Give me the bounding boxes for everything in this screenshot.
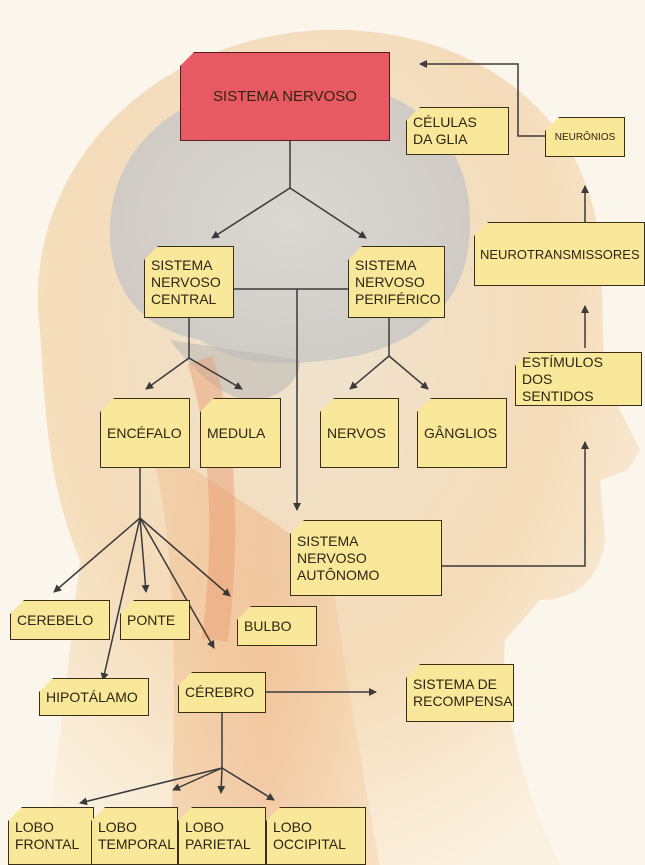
node-sistema-de-recompensa: SISTEMA DE RECOMPENSA xyxy=(406,664,514,722)
link-snp-ganglios xyxy=(389,356,428,389)
node-estimulos-dos-sentidos: ESTÍMULOS DOS SENTIDOS xyxy=(515,352,642,406)
node-lobo-frontal: LOBO FRONTAL xyxy=(8,807,94,865)
node-hipotalamo: HIPOTÁLAMO xyxy=(39,678,149,716)
node-celulas-da-glia: CÉLULAS DA GLIA xyxy=(406,107,509,155)
node-ponte: PONTE xyxy=(120,600,190,640)
node-lobo-parietal: LOBO PARIETAL xyxy=(178,807,266,865)
node-cerebro: CÉREBRO xyxy=(178,672,266,713)
link-cerebro-frontal xyxy=(80,768,222,803)
node-bulbo: BULBO xyxy=(237,606,317,646)
node-medula: MEDULA xyxy=(200,398,281,468)
node-sistema-nervoso-periferico: SISTEMA NERVOSO PERIFÉRICO xyxy=(348,246,445,318)
link-snc-medula xyxy=(189,358,242,389)
node-sistema-nervoso-central: SISTEMA NERVOSO CENTRAL xyxy=(144,246,234,318)
link-encefalo-cerebelo xyxy=(54,518,140,592)
link-root-snc xyxy=(212,188,290,238)
node-neuronios: NEURÔNIOS xyxy=(545,117,625,157)
link-encefalo-bulbo xyxy=(140,518,230,596)
node-nervos: NERVOS xyxy=(320,398,399,468)
node-cerebelo: CEREBELO xyxy=(10,600,110,640)
link-cerebro-parietal xyxy=(221,768,222,793)
node-encefalo: ENCÉFALO xyxy=(100,398,190,468)
link-root-snp xyxy=(290,188,366,238)
node-sistema-nervoso: SISTEMA NERVOSO xyxy=(180,52,390,141)
node-neurotransmissores: NEUROTRANSMISSORES xyxy=(474,222,645,286)
node-lobo-occipital: LOBO OCCIPITAL xyxy=(266,807,366,865)
link-cerebro-occipital xyxy=(222,768,274,800)
link-snp-nervos xyxy=(350,356,389,389)
node-lobo-temporal: LOBO TEMPORAL xyxy=(91,807,178,865)
link-encefalo-hipotalamo xyxy=(103,518,140,680)
node-sistema-nervoso-autonomo: SISTEMA NERVOSO AUTÔNOMO xyxy=(290,520,442,596)
node-ganglios: GÂNGLIOS xyxy=(417,398,507,468)
link-encefalo-ponte xyxy=(140,518,146,592)
link-snc-encefalo xyxy=(146,358,189,389)
